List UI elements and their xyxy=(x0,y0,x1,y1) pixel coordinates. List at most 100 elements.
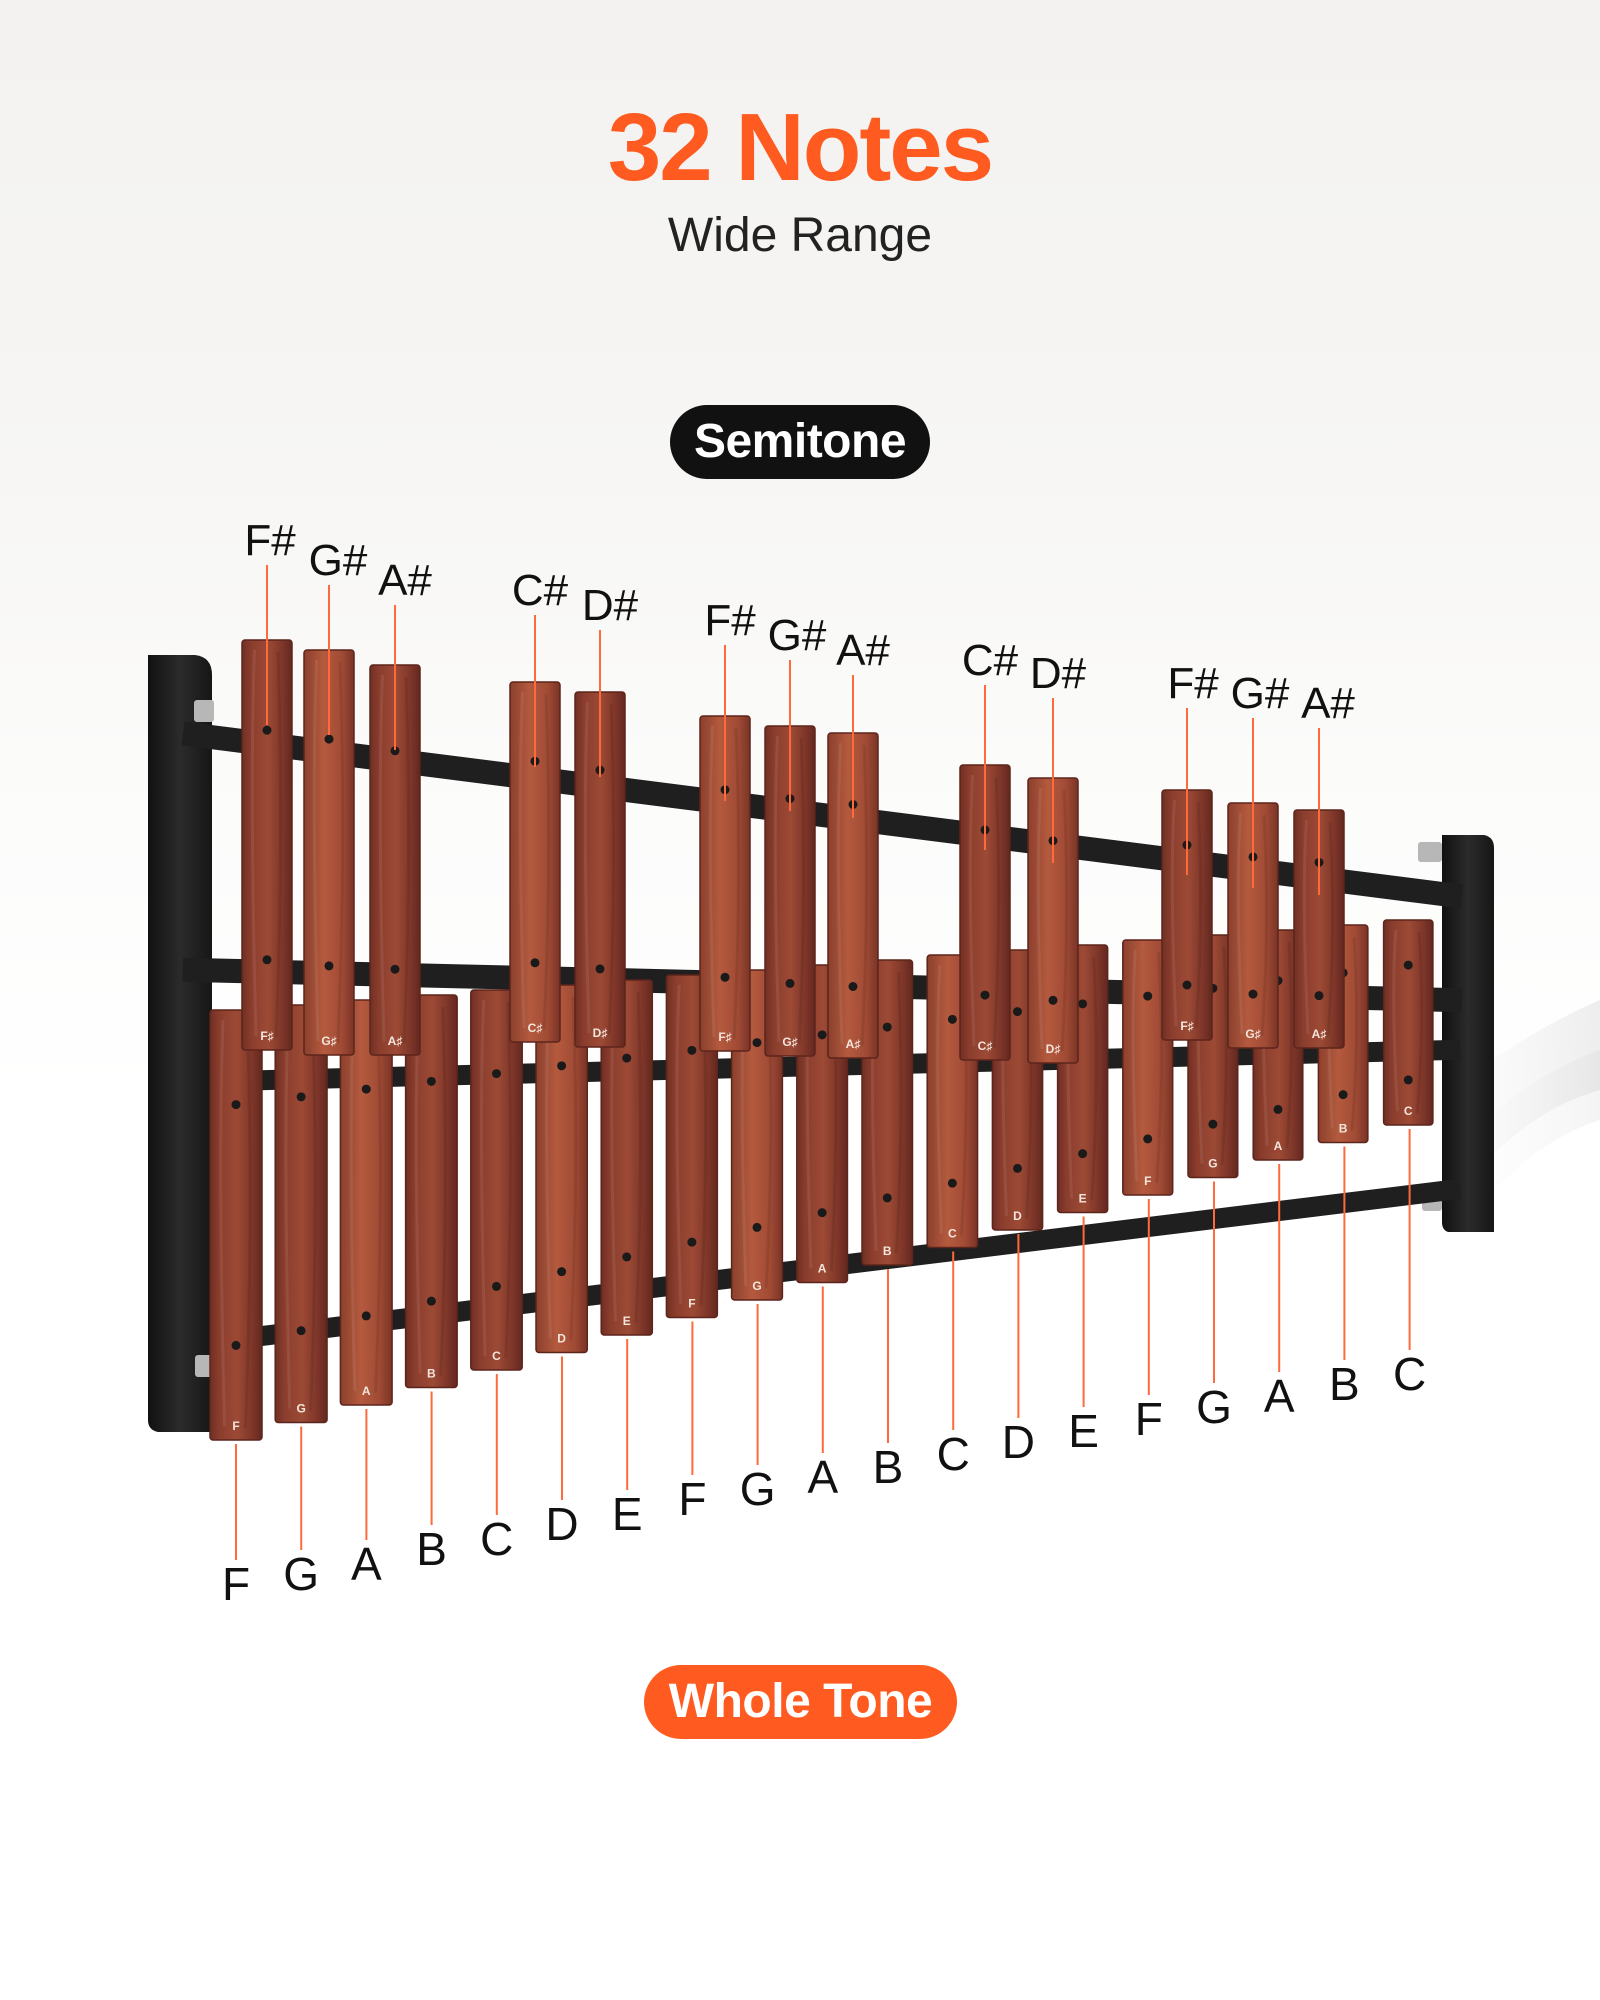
whole-note-label-2: G xyxy=(283,1548,319,1600)
whole-bar-2-body[interactable] xyxy=(274,1004,328,1424)
whole-bar-13-mark: D xyxy=(1013,1209,1022,1223)
semitone-bar-13[interactable]: A♯ xyxy=(1293,809,1345,1049)
whole-note-label-10: A xyxy=(807,1451,838,1503)
whole-bar-14-grain-2 xyxy=(1090,956,1098,1201)
page-subtitle: Wide Range xyxy=(667,209,933,262)
semitone-note-label-4: C# xyxy=(512,566,569,615)
semitone-bar-13-mark: A♯ xyxy=(1312,1027,1327,1041)
whole-bar-2[interactable]: G xyxy=(274,1004,328,1424)
whole-bar-7-peg-bottom xyxy=(622,1252,632,1262)
semitone-bar-5-grain-2 xyxy=(607,703,616,1036)
semitone-bar-8-mark: A♯ xyxy=(846,1037,861,1051)
whole-bar-4-body[interactable] xyxy=(404,994,458,1389)
whole-bar-17-grain-2 xyxy=(1285,941,1293,1149)
semitone-bar-4-peg-bottom xyxy=(530,958,540,968)
semitone-bar-10[interactable]: D♯ xyxy=(1027,777,1079,1064)
semitone-bar-13-peg-bottom xyxy=(1314,991,1324,1001)
semitone-bars: F♯G♯A♯C♯D♯F♯G♯A♯C♯D♯F♯G♯A♯ xyxy=(241,639,1345,1064)
semitone-note-label-6: F# xyxy=(704,596,756,645)
semitone-bar-10-peg-bottom xyxy=(1048,995,1058,1005)
whole-bar-1-body[interactable] xyxy=(209,1009,263,1441)
semitone-bar-1-peg-bottom xyxy=(262,955,272,965)
whole-bar-13-peg-bottom xyxy=(1013,1163,1022,1173)
whole-note-label-8: F xyxy=(678,1473,706,1525)
whole-note-label-16: G xyxy=(1196,1381,1232,1433)
semitone-bar-3[interactable]: A♯ xyxy=(369,664,421,1056)
whole-bar-7-body[interactable] xyxy=(600,979,654,1336)
whole-bar-6-mark: D xyxy=(557,1332,566,1346)
semitone-note-label-3: A# xyxy=(378,556,432,605)
whole-bar-2-grain-2 xyxy=(308,1016,317,1411)
whole-bar-4[interactable]: B xyxy=(404,994,458,1389)
whole-bar-15-body[interactable] xyxy=(1122,939,1174,1196)
whole-bar-11-grain-2 xyxy=(894,971,903,1254)
semitone-bar-3-peg-bottom xyxy=(390,964,400,974)
semitone-bar-5[interactable]: D♯ xyxy=(574,691,626,1048)
semitone-bar-7-grain-1 xyxy=(773,735,781,1043)
semitone-bar-4[interactable]: C♯ xyxy=(509,681,561,1043)
whole-bar-2-grain-1 xyxy=(284,1014,292,1409)
semitone-bar-8[interactable]: A♯ xyxy=(827,732,879,1059)
whole-bar-12-peg-bottom xyxy=(947,1178,957,1188)
semitone-bar-3-peg-top xyxy=(390,746,400,756)
semitone-bar-9-peg-bottom xyxy=(980,990,990,1000)
whole-note-label-5: C xyxy=(480,1513,513,1565)
whole-note-label-18: B xyxy=(1329,1358,1360,1410)
semitone-note-label-10: D# xyxy=(1030,649,1087,698)
whole-bar-12-peg-top xyxy=(947,1014,957,1024)
whole-bar-2-mark: G xyxy=(296,1402,305,1416)
semitone-note-label-8: A# xyxy=(836,626,890,675)
semitone-bar-7-mark: G♯ xyxy=(782,1035,797,1049)
semitone-bar-11[interactable]: F♯ xyxy=(1161,789,1213,1041)
whole-bar-14-peg-top xyxy=(1078,999,1088,1009)
whole-bar-15[interactable]: F xyxy=(1122,939,1174,1196)
semitone-bar-13-grain-1 xyxy=(1302,819,1310,1035)
semitone-bar-11-grain-1 xyxy=(1170,799,1178,1027)
right-frame-post xyxy=(1442,835,1494,1232)
whole-bar-7-grain-2 xyxy=(634,991,643,1324)
semitone-bar-3-grain-1 xyxy=(378,674,386,1042)
whole-tone-badge: Whole Tone xyxy=(644,1665,957,1739)
whole-bar-3[interactable]: A xyxy=(339,999,393,1406)
whole-bar-5-body[interactable] xyxy=(470,989,523,1371)
semitone-bar-5-mark: D♯ xyxy=(593,1026,608,1040)
semitone-bar-2-peg-bottom xyxy=(324,961,334,971)
semitone-bar-12[interactable]: G♯ xyxy=(1227,802,1279,1049)
whole-bar-12-mark: C xyxy=(948,1227,957,1241)
whole-note-label-6: D xyxy=(545,1498,578,1550)
whole-bar-8-mark: F xyxy=(688,1297,695,1311)
whole-bar-13-peg-top xyxy=(1013,1007,1022,1017)
semitone-bar-2-peg-top xyxy=(324,734,334,744)
whole-bar-19-peg-bottom xyxy=(1403,1075,1413,1085)
whole-bar-8-peg-top xyxy=(687,1045,697,1055)
semitone-bar-10-mark: D♯ xyxy=(1046,1042,1061,1056)
whole-bar-8-body[interactable] xyxy=(665,974,719,1319)
left-bracket-top xyxy=(194,700,214,722)
semitone-bar-5-peg-bottom xyxy=(595,964,605,974)
semitone-bar-9[interactable]: C♯ xyxy=(959,764,1011,1061)
semitone-bar-4-grain-1 xyxy=(518,691,526,1029)
whole-bar-15-grain-2 xyxy=(1155,951,1163,1184)
whole-bar-14-peg-bottom xyxy=(1078,1149,1088,1159)
whole-bar-17-peg-bottom xyxy=(1273,1104,1283,1114)
semitone-badge: Semitone xyxy=(670,405,930,479)
left-bracket-bottom xyxy=(195,1355,213,1377)
whole-bar-1[interactable]: F xyxy=(209,1009,263,1441)
whole-bar-3-body[interactable] xyxy=(339,999,393,1406)
whole-bar-1-grain-1 xyxy=(219,1019,227,1427)
whole-bar-5[interactable]: C xyxy=(470,989,523,1371)
whole-bar-19-body[interactable] xyxy=(1382,919,1434,1126)
semitone-bar-6-peg-bottom xyxy=(720,972,730,982)
semitone-bar-7[interactable]: G♯ xyxy=(764,725,816,1057)
semitone-bar-1-grain-1 xyxy=(250,649,258,1037)
whole-note-label-9: G xyxy=(740,1463,776,1515)
whole-bar-11-mark: B xyxy=(883,1244,892,1258)
whole-bar-19[interactable]: C xyxy=(1382,919,1434,1126)
whole-note-label-14: E xyxy=(1068,1405,1099,1457)
whole-bar-4-peg-bottom xyxy=(426,1296,436,1306)
semitone-bar-12-mark: G♯ xyxy=(1245,1027,1260,1041)
whole-bar-6-body[interactable] xyxy=(535,984,588,1354)
